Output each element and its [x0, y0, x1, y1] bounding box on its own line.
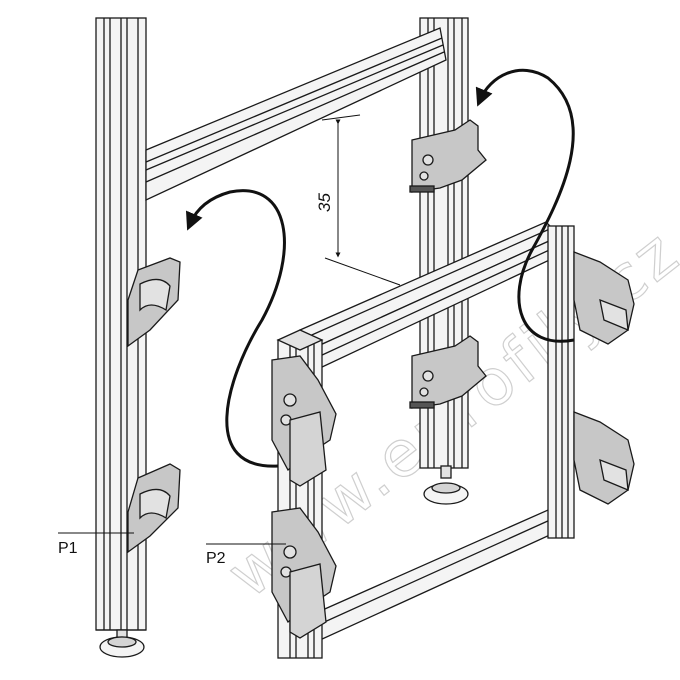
label-p1: P1	[58, 540, 78, 557]
dimension-label: 35	[315, 193, 334, 212]
right-leveling-foot	[423, 465, 469, 505]
hinge-door-lower	[271, 507, 337, 639]
hinge-far-right-lower	[573, 411, 635, 505]
left-leveling-foot	[99, 629, 145, 658]
door-frame	[276, 221, 575, 659]
dimension-35	[321, 114, 401, 286]
curved-arrow-icon	[475, 68, 575, 343]
top-crossbar	[145, 27, 447, 202]
label-p2: P2	[206, 550, 226, 567]
curved-arrow-icon	[185, 189, 286, 468]
hinge-right-lower	[409, 335, 487, 409]
hinge-left-lower	[127, 463, 181, 554]
hinge-right-upper	[409, 119, 487, 193]
hinge-left-upper	[127, 257, 181, 348]
hinge-door-upper	[271, 355, 337, 487]
hinge-far-right-upper	[573, 251, 635, 345]
